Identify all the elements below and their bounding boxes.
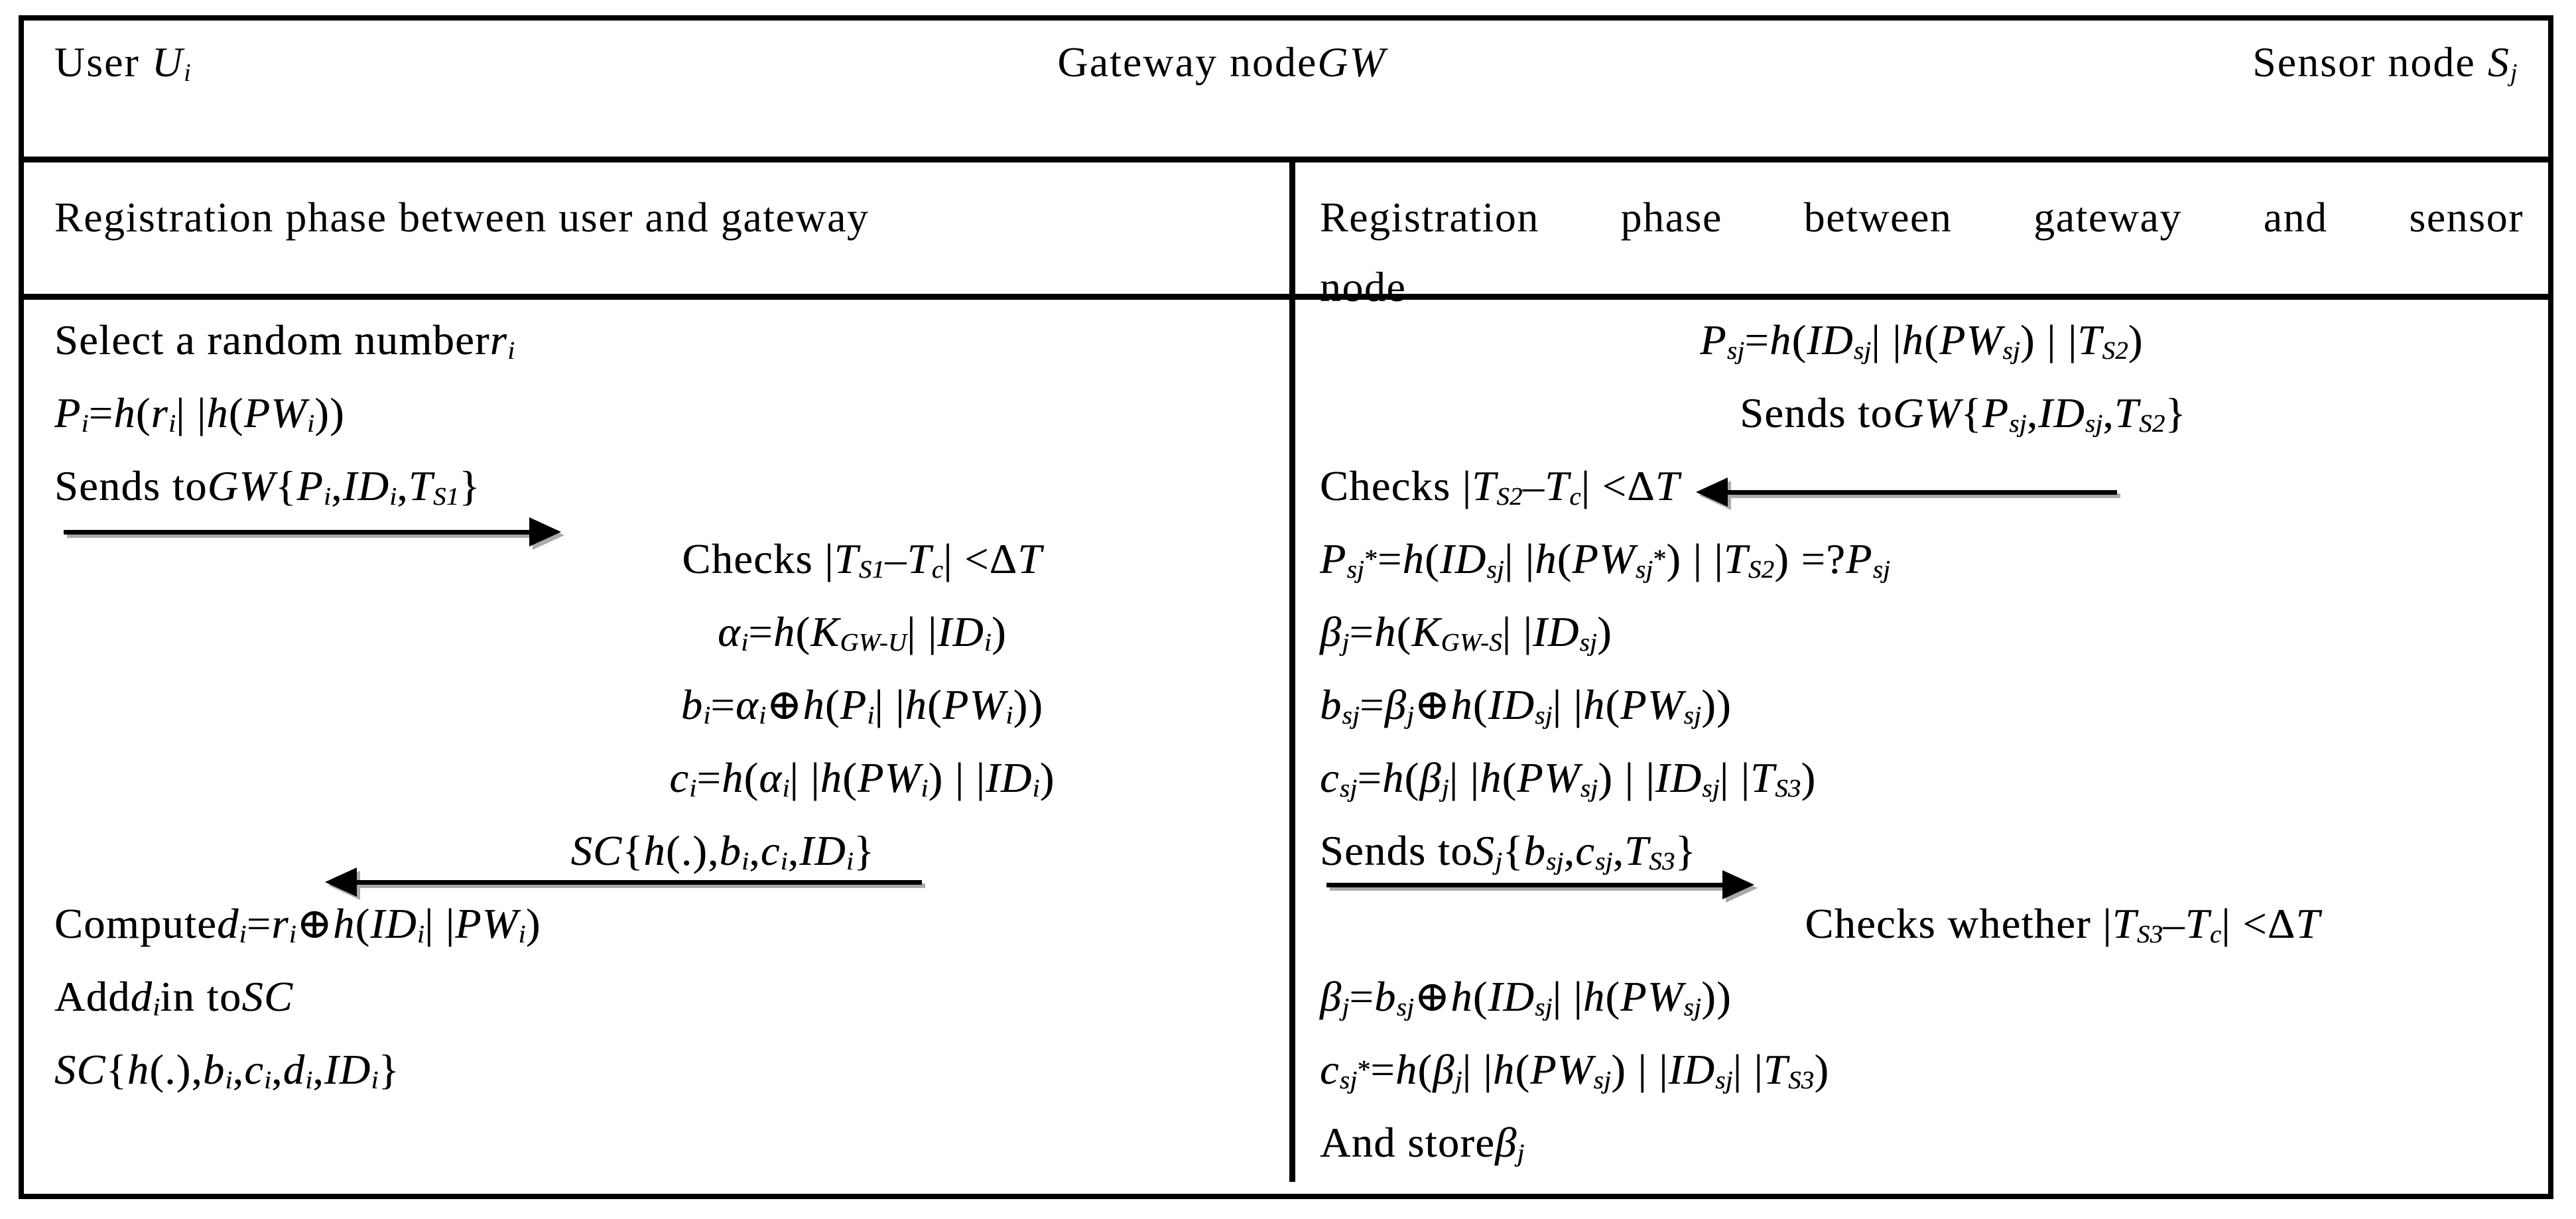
phase-header-left-cell: Registration phase between user and gate…	[24, 162, 1295, 294]
arrow-shaft	[1326, 882, 1722, 887]
protocol-line: SC {h(.), bi, ci, IDi}	[570, 826, 875, 875]
protocol-line: Sends to GW {Psj, IDsj, TS2}	[1740, 389, 2187, 438]
right-phase-title: Registration phase between gateway and s…	[1320, 182, 2524, 322]
arrow-right-icon	[529, 517, 561, 546]
protocol-line: ci = h(αi | | h(PWi) | | IDi)	[669, 753, 1055, 802]
user-gateway-column: Select a random number ri Pi = h(ri | | …	[24, 300, 1295, 1182]
protocol-line: βj = h(KGW-S | | IDsj)	[1320, 608, 1612, 657]
right-phase-title-line2: node	[1320, 263, 1407, 310]
gateway-sensor-column: Psj = h(IDsj | | h(PWsj) | | TS2) Sends …	[1295, 300, 2548, 1182]
arrow-sensor-to-gateway	[1696, 478, 2117, 507]
protocol-line: Pi = h(ri | | h(PWi))	[54, 389, 345, 438]
arrow-right-icon	[1722, 870, 1754, 899]
arrow-shaft	[1728, 489, 2117, 495]
arrow-left-icon	[325, 867, 357, 897]
protocol-line: Sends to Sj {bsj, csj, TS3}	[1320, 826, 1697, 875]
right-phase-title-line1: Registration phase between gateway and s…	[1320, 194, 2524, 241]
protocol-line: Compute di = ri⊕h(IDi | | PWi)	[54, 899, 541, 948]
protocol-line: And store βj	[1320, 1118, 1525, 1167]
arrow-gateway-to-user	[325, 867, 922, 897]
user-entity-label: User Ui	[54, 38, 192, 87]
phase-header-row: Registration phase between user and gate…	[24, 162, 2548, 310]
protocol-line: Add di in to SC	[54, 972, 294, 1021]
protocol-line: bsj = βj ⊕h(IDsj | | h(PWsj))	[1320, 680, 1732, 730]
protocol-line: csj = h(βj | | h(PWsj) | | IDsj | | TS3)	[1320, 753, 1817, 802]
protocol-line: csj* = h(βj | | h(PWsj) | | IDsj | | TS3…	[1320, 1045, 1830, 1094]
phase-header-right-cell: Registration phase between gateway and s…	[1295, 162, 2548, 310]
protocol-line: Psj = h(IDsj | | h(PWsj) | | TS2)	[1700, 316, 2144, 365]
protocol-line: βj = bsj ⊕h(IDsj | | h(PWsj))	[1320, 972, 1732, 1021]
protocol-line: Sends to GW {Pi, IDi, TS1}	[54, 462, 481, 511]
protocol-line: SC {h(.), bi, ci, di, IDi}	[54, 1045, 400, 1094]
gateway-entity-label: Gateway nodeGW	[1057, 38, 1386, 86]
arrow-gateway-to-sensor	[1326, 870, 1754, 899]
arrow-left-icon	[1696, 478, 1728, 507]
sensor-entity-label: Sensor node Sj	[2252, 38, 2518, 87]
protocol-line: Select a random number ri	[54, 316, 515, 365]
protocol-line: bi = αi⊕h(Pi | | h(PWi))	[680, 680, 1044, 730]
entity-header-row: User Ui Gateway nodeGW Sensor node Sj	[24, 21, 2548, 162]
left-phase-title: Registration phase between user and gate…	[54, 194, 869, 241]
protocol-line: Psj* =h(IDsj | | h(PWsj*) | | TS2) =? Ps…	[1320, 535, 1891, 584]
protocol-body-row: Select a random number ri Pi = h(ri | | …	[24, 300, 2548, 1182]
protocol-line: αi = h(KGW-U | | IDi)	[718, 608, 1007, 657]
arrow-user-to-gateway	[64, 517, 561, 546]
protocol-table: User Ui Gateway nodeGW Sensor node Sj Re…	[19, 15, 2553, 1199]
arrow-shaft	[64, 529, 529, 535]
arrow-shaft	[357, 879, 922, 885]
